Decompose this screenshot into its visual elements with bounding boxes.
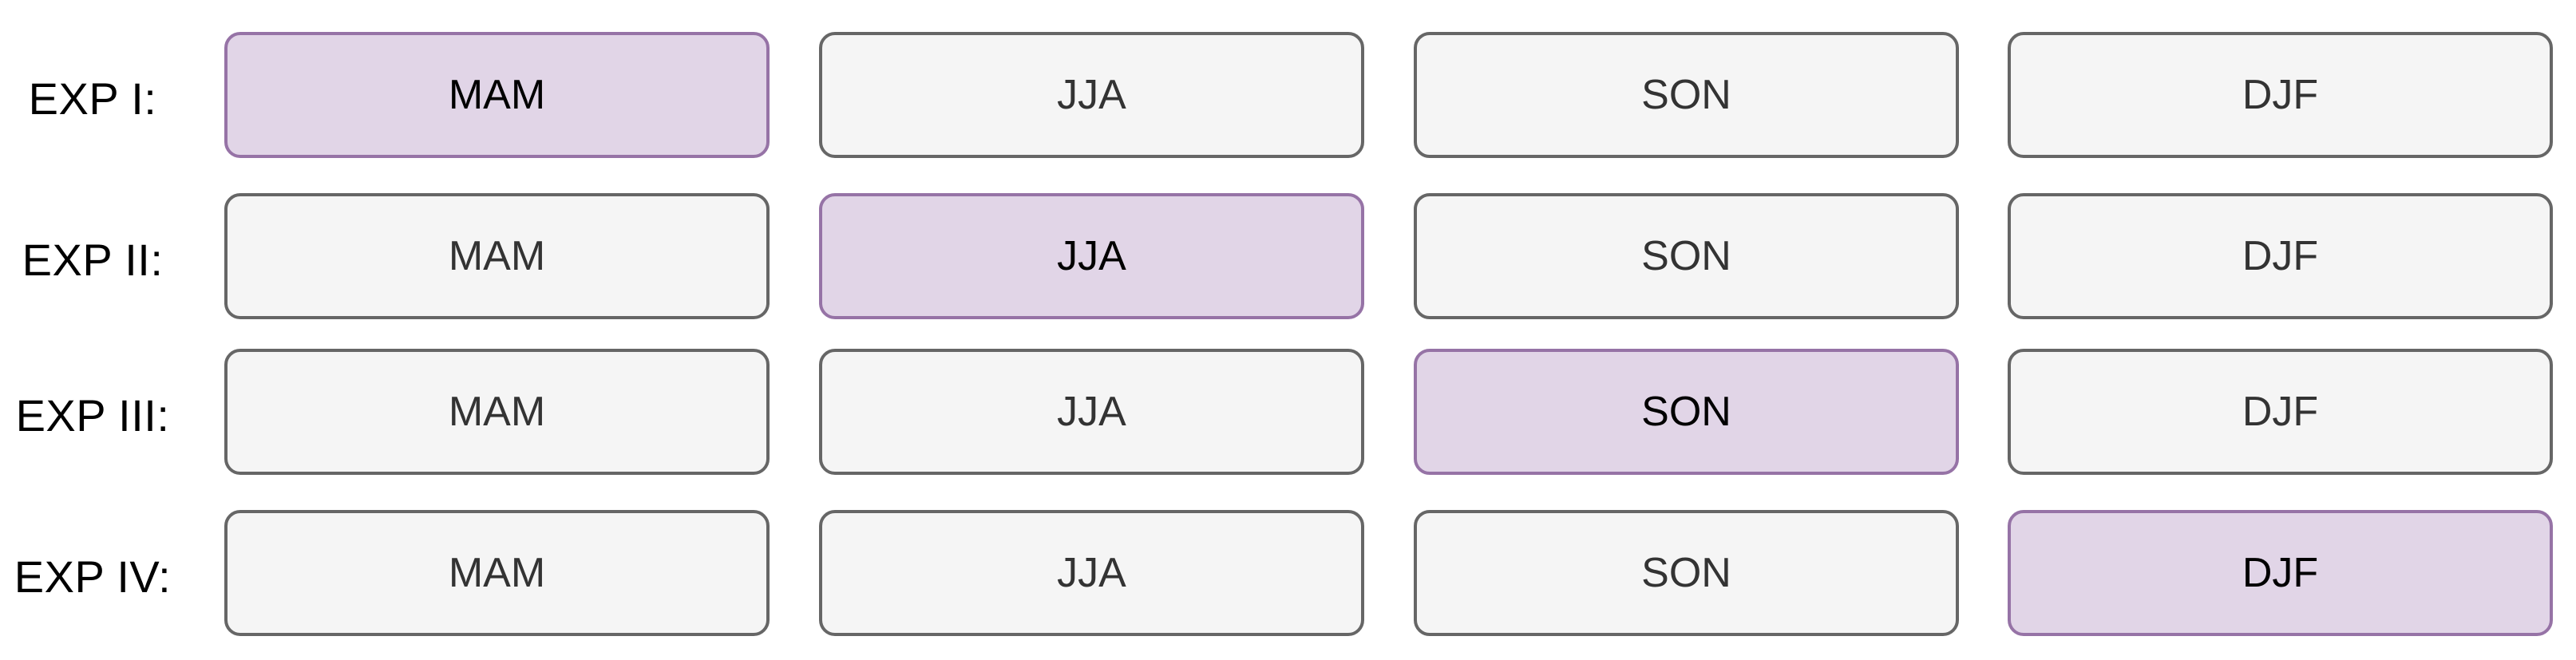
season-box-son: SON	[1414, 510, 1959, 636]
season-box-jja: JJA	[819, 193, 1364, 319]
row-exp-3: EXP III: MAM JJA SON DJF	[0, 349, 2576, 481]
season-box-jja: JJA	[819, 349, 1364, 475]
season-box-djf: DJF	[2008, 193, 2553, 319]
row-exp-1: EXP I: MAM JJA SON DJF	[0, 32, 2576, 164]
season-box-mam: MAM	[224, 193, 770, 319]
season-box-djf: DJF	[2008, 349, 2553, 475]
row-label: EXP II:	[22, 234, 164, 285]
season-box-mam: MAM	[224, 349, 770, 475]
season-box-son: SON	[1414, 349, 1959, 475]
row-exp-4: EXP IV: MAM JJA SON DJF	[0, 510, 2576, 642]
row-exp-2: EXP II: MAM JJA SON DJF	[0, 193, 2576, 326]
season-box-son: SON	[1414, 32, 1959, 158]
season-box-mam: MAM	[224, 32, 770, 158]
row-label: EXP III:	[15, 389, 170, 441]
season-box-son: SON	[1414, 193, 1959, 319]
season-box-jja: JJA	[819, 510, 1364, 636]
row-label: EXP I:	[28, 73, 157, 124]
season-box-djf: DJF	[2008, 32, 2553, 158]
season-box-jja: JJA	[819, 32, 1364, 158]
season-box-djf: DJF	[2008, 510, 2553, 636]
row-label: EXP IV:	[14, 551, 172, 602]
season-box-mam: MAM	[224, 510, 770, 636]
